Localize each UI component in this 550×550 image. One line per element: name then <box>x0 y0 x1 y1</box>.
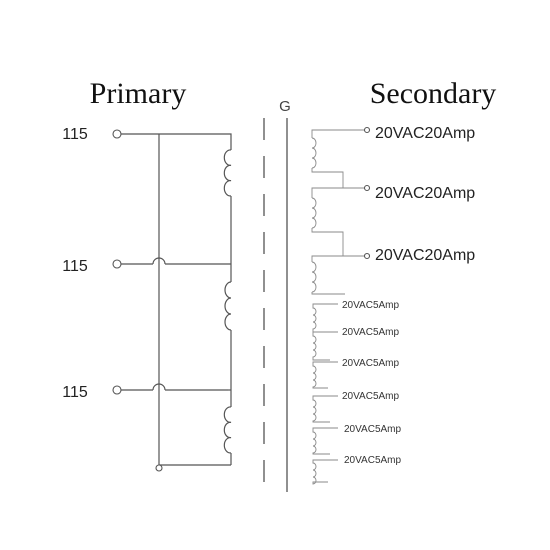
primary-input-label-1: 115 <box>62 126 88 143</box>
secondary-output-label-small-5: 20VAC5Amp <box>344 424 402 435</box>
secondary-winding-small-2 <box>312 331 338 361</box>
secondary-output-label-small-3: 20VAC5Amp <box>342 358 400 369</box>
secondary-output-label-large-2: 20VAC20Amp <box>375 185 475 202</box>
secondary-winding-large-3 <box>311 252 371 295</box>
primary-coil-1 <box>223 149 232 197</box>
secondary-output-label-small-1: 20VAC5Amp <box>342 300 400 311</box>
secondary-winding-small-4 <box>312 395 338 423</box>
primary-input-label-3: 115 <box>62 384 88 401</box>
core-ground-label: G <box>279 98 291 115</box>
secondary-title: Secondary <box>370 77 497 110</box>
primary-coil-3 <box>223 406 232 454</box>
primary-title: Primary <box>90 77 187 110</box>
primary-end-terminal <box>155 464 163 472</box>
primary-wiring <box>121 133 232 466</box>
primary-terminal-3 <box>112 385 122 395</box>
primary-terminal-1 <box>112 129 122 139</box>
secondary-output-label-small-2: 20VAC5Amp <box>342 327 400 338</box>
secondary-output-label-large-1: 20VAC20Amp <box>375 125 475 142</box>
secondary-winding-small-5 <box>312 427 338 455</box>
secondary-output-label-small-6: 20VAC5Amp <box>344 455 402 466</box>
secondary-winding-large-1 <box>311 126 371 188</box>
secondary-winding-small-3 <box>312 361 338 389</box>
secondary-output-label-large-3: 20VAC20Amp <box>375 247 475 264</box>
secondary-winding-small-6 <box>312 459 338 485</box>
primary-terminal-2 <box>112 259 122 269</box>
secondary-winding-large-2 <box>311 184 371 256</box>
secondary-winding-small-1 <box>312 303 338 333</box>
secondary-output-label-small-4: 20VAC5Amp <box>342 391 400 402</box>
primary-input-label-2: 115 <box>62 258 88 275</box>
primary-coil-2 <box>224 281 232 331</box>
